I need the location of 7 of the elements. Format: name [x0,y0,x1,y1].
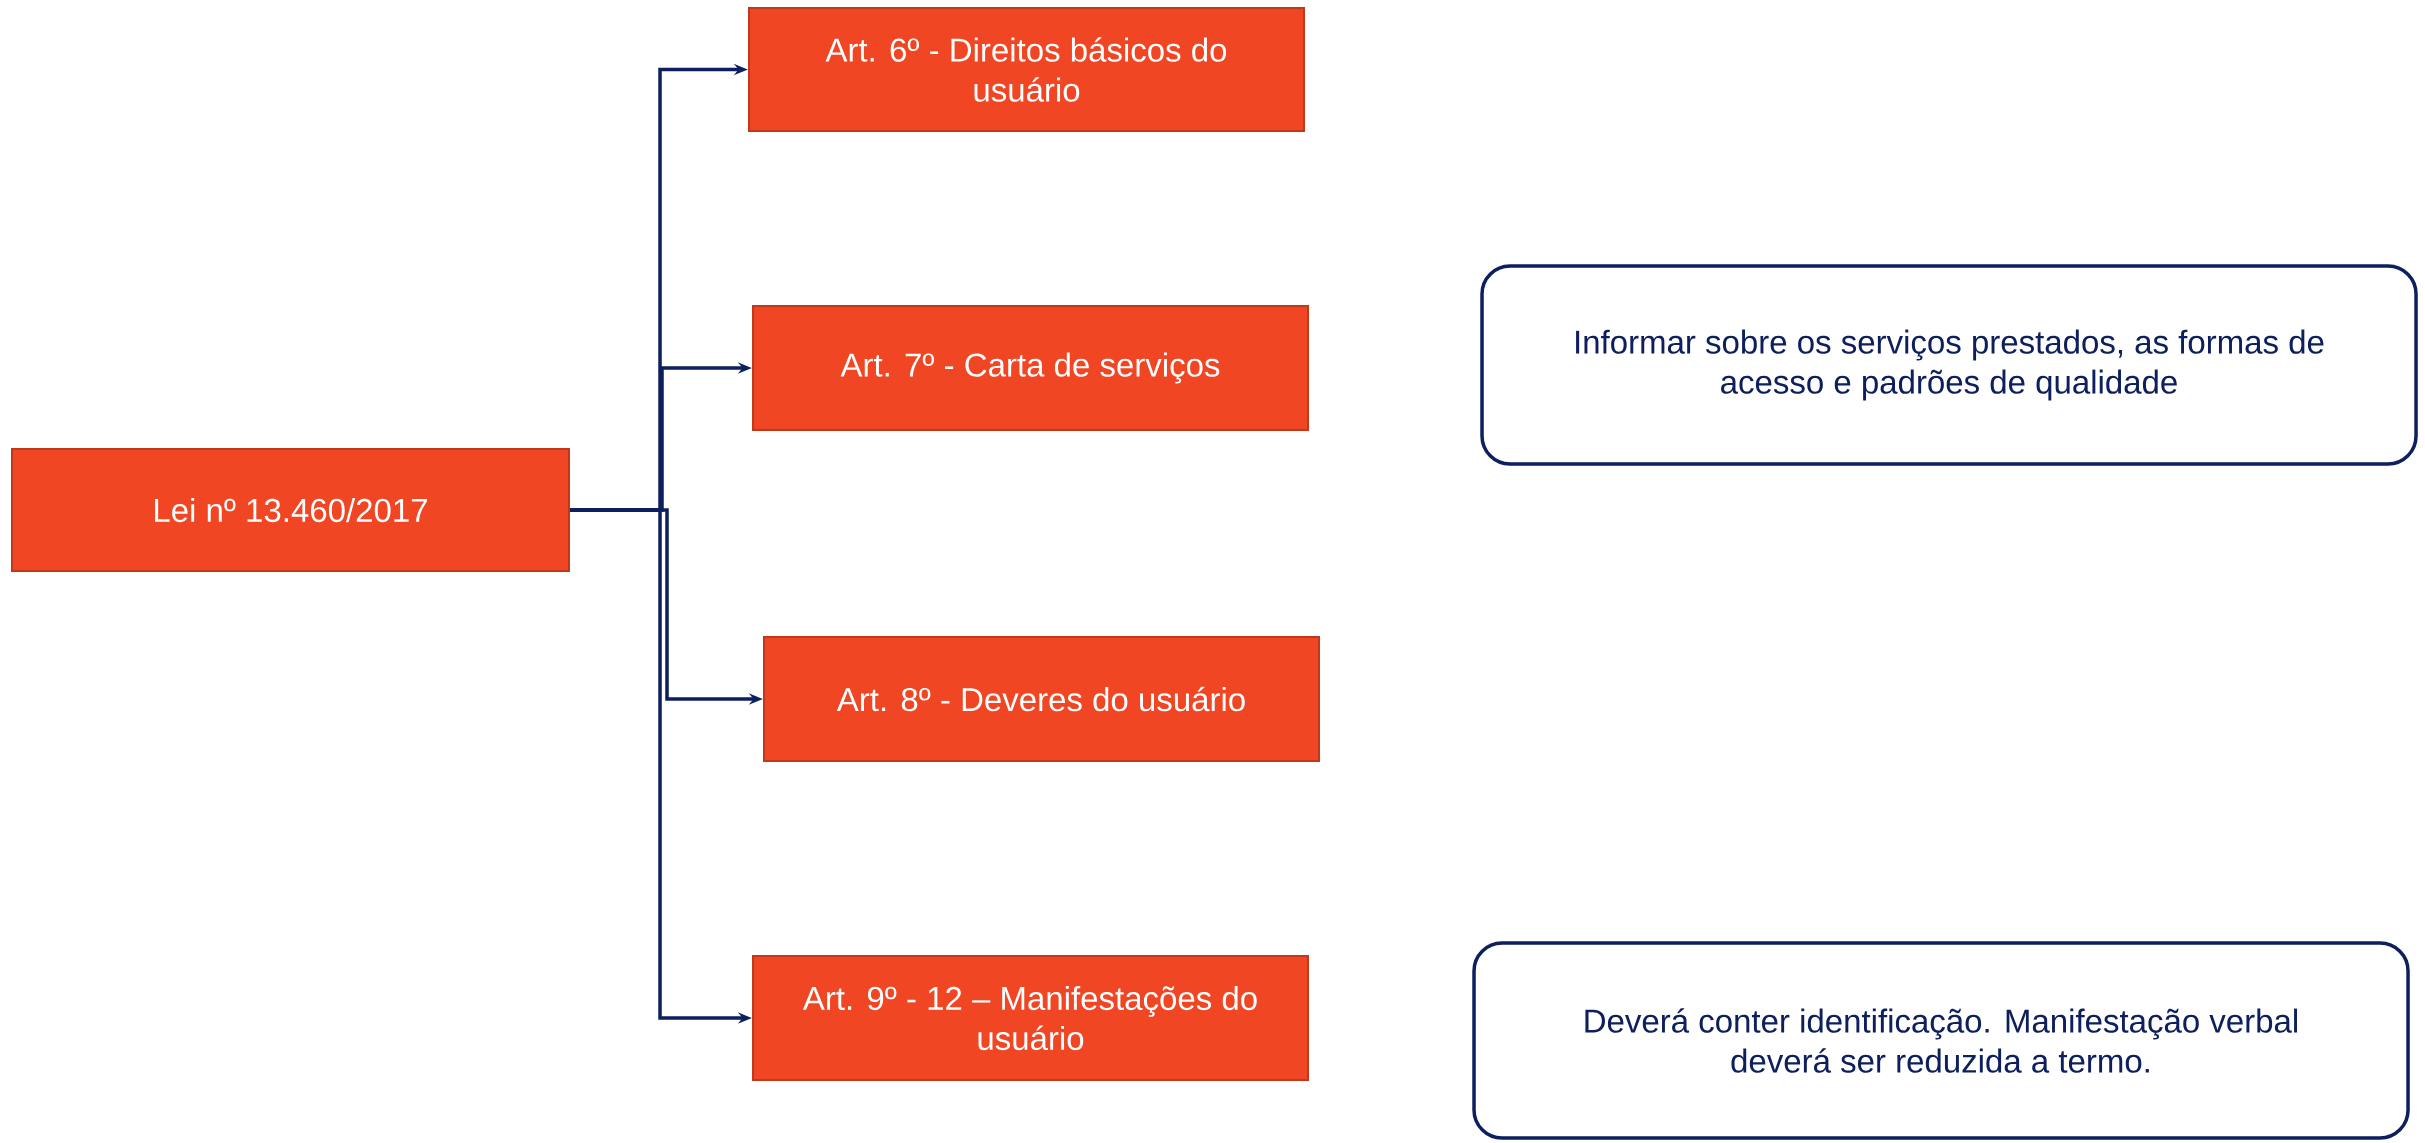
note-box: Informar sobre os serviços prestados, as formas de acesso e padrões de qualidade [1480,264,2418,466]
article-box: Art. 8º - Deveres do usuário [763,636,1320,762]
article-box: Art. 9º - 12 – Manifestações do usuário [752,955,1309,1081]
law-box: Lei nº 13.460/2017 [11,448,570,572]
article-box: Art. 6º - Direitos básicos do usuário [748,7,1305,132]
note-box: Deverá conter identificação. Manifestação verbal deverá ser reduzida a termo. [1472,941,2410,1140]
article-box: Art. 7º - Carta de serviços [752,305,1309,431]
